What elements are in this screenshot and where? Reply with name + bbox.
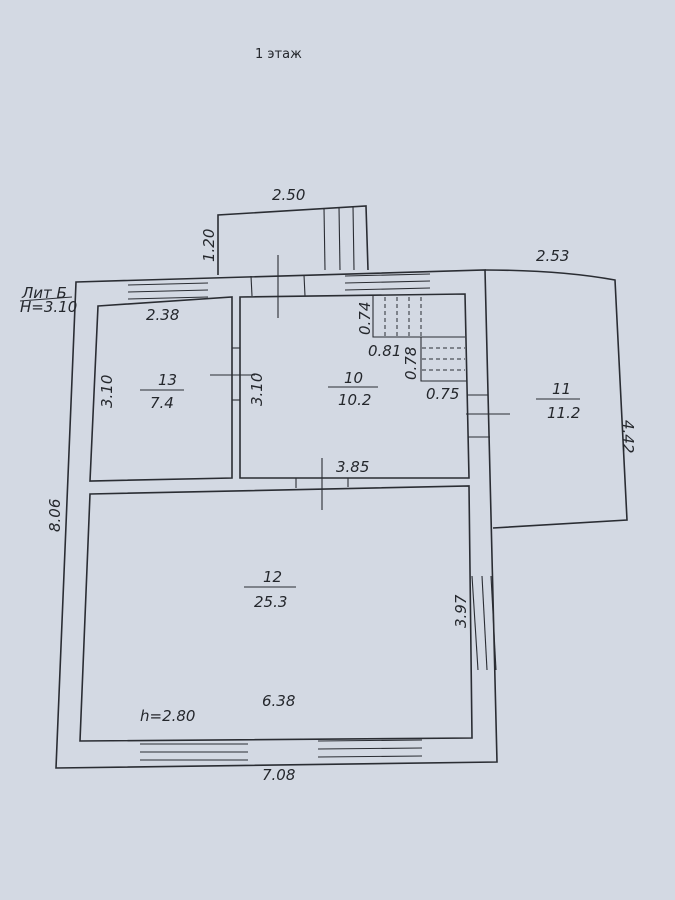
svg-text:7.4: 7.4 — [150, 394, 174, 412]
dim-room13-width: 2.38 — [146, 306, 179, 324]
dim-annex-depth: 4.42 — [619, 420, 637, 453]
annex-room-11 — [466, 269, 628, 529]
dim-porch-depth: 1.20 — [200, 229, 218, 262]
dim-room13-depth: 3.10 — [98, 375, 116, 408]
dim-stair-b: 0.81 — [368, 342, 401, 360]
porch — [217, 205, 369, 318]
dim-room12-width: 6.38 — [262, 692, 295, 710]
svg-text:13: 13 — [158, 371, 177, 389]
svg-text:10.2: 10.2 — [338, 391, 371, 409]
dim-total-width: 7.08 — [262, 766, 295, 784]
room-10 — [239, 293, 470, 479]
svg-text:Лит Б: Лит Б — [21, 284, 67, 302]
dim-stair-a: 0.74 — [356, 302, 374, 335]
svg-text:12: 12 — [263, 568, 282, 586]
floor-title: 1 этаж — [255, 47, 302, 62]
room-label-11: 11 11.2 — [536, 380, 580, 422]
room-label-13: 13 7.4 — [140, 371, 184, 412]
dim-room10-depth: 3.10 — [248, 373, 266, 406]
dim-stair-c: 0.78 — [402, 347, 420, 380]
room12-height: h=2.80 — [140, 707, 195, 725]
dim-total-depth: 8.06 — [46, 499, 64, 532]
dim-room10-width: 3.85 — [336, 458, 369, 476]
svg-text:11: 11 — [552, 380, 571, 398]
room-13 — [89, 296, 233, 482]
dim-annex-width: 2.53 — [536, 247, 569, 265]
doors — [210, 274, 349, 510]
staircase — [372, 295, 467, 382]
svg-text:10: 10 — [344, 369, 363, 387]
svg-text:25.3: 25.3 — [254, 593, 287, 611]
building-label: Лит Б H=3.10 — [19, 284, 77, 316]
room-label-10: 10 10.2 — [328, 369, 378, 409]
dim-stair-d: 0.75 — [426, 385, 459, 403]
windows — [127, 273, 497, 761]
room-12 — [79, 485, 473, 742]
svg-text:11.2: 11.2 — [547, 404, 580, 422]
room-label-12: 12 25.3 — [244, 568, 296, 611]
outer-walls — [55, 269, 498, 769]
svg-text:H=3.10: H=3.10 — [20, 298, 77, 316]
dim-room12-depth: 3.97 — [452, 594, 470, 628]
dim-porch-width: 2.50 — [272, 186, 305, 204]
